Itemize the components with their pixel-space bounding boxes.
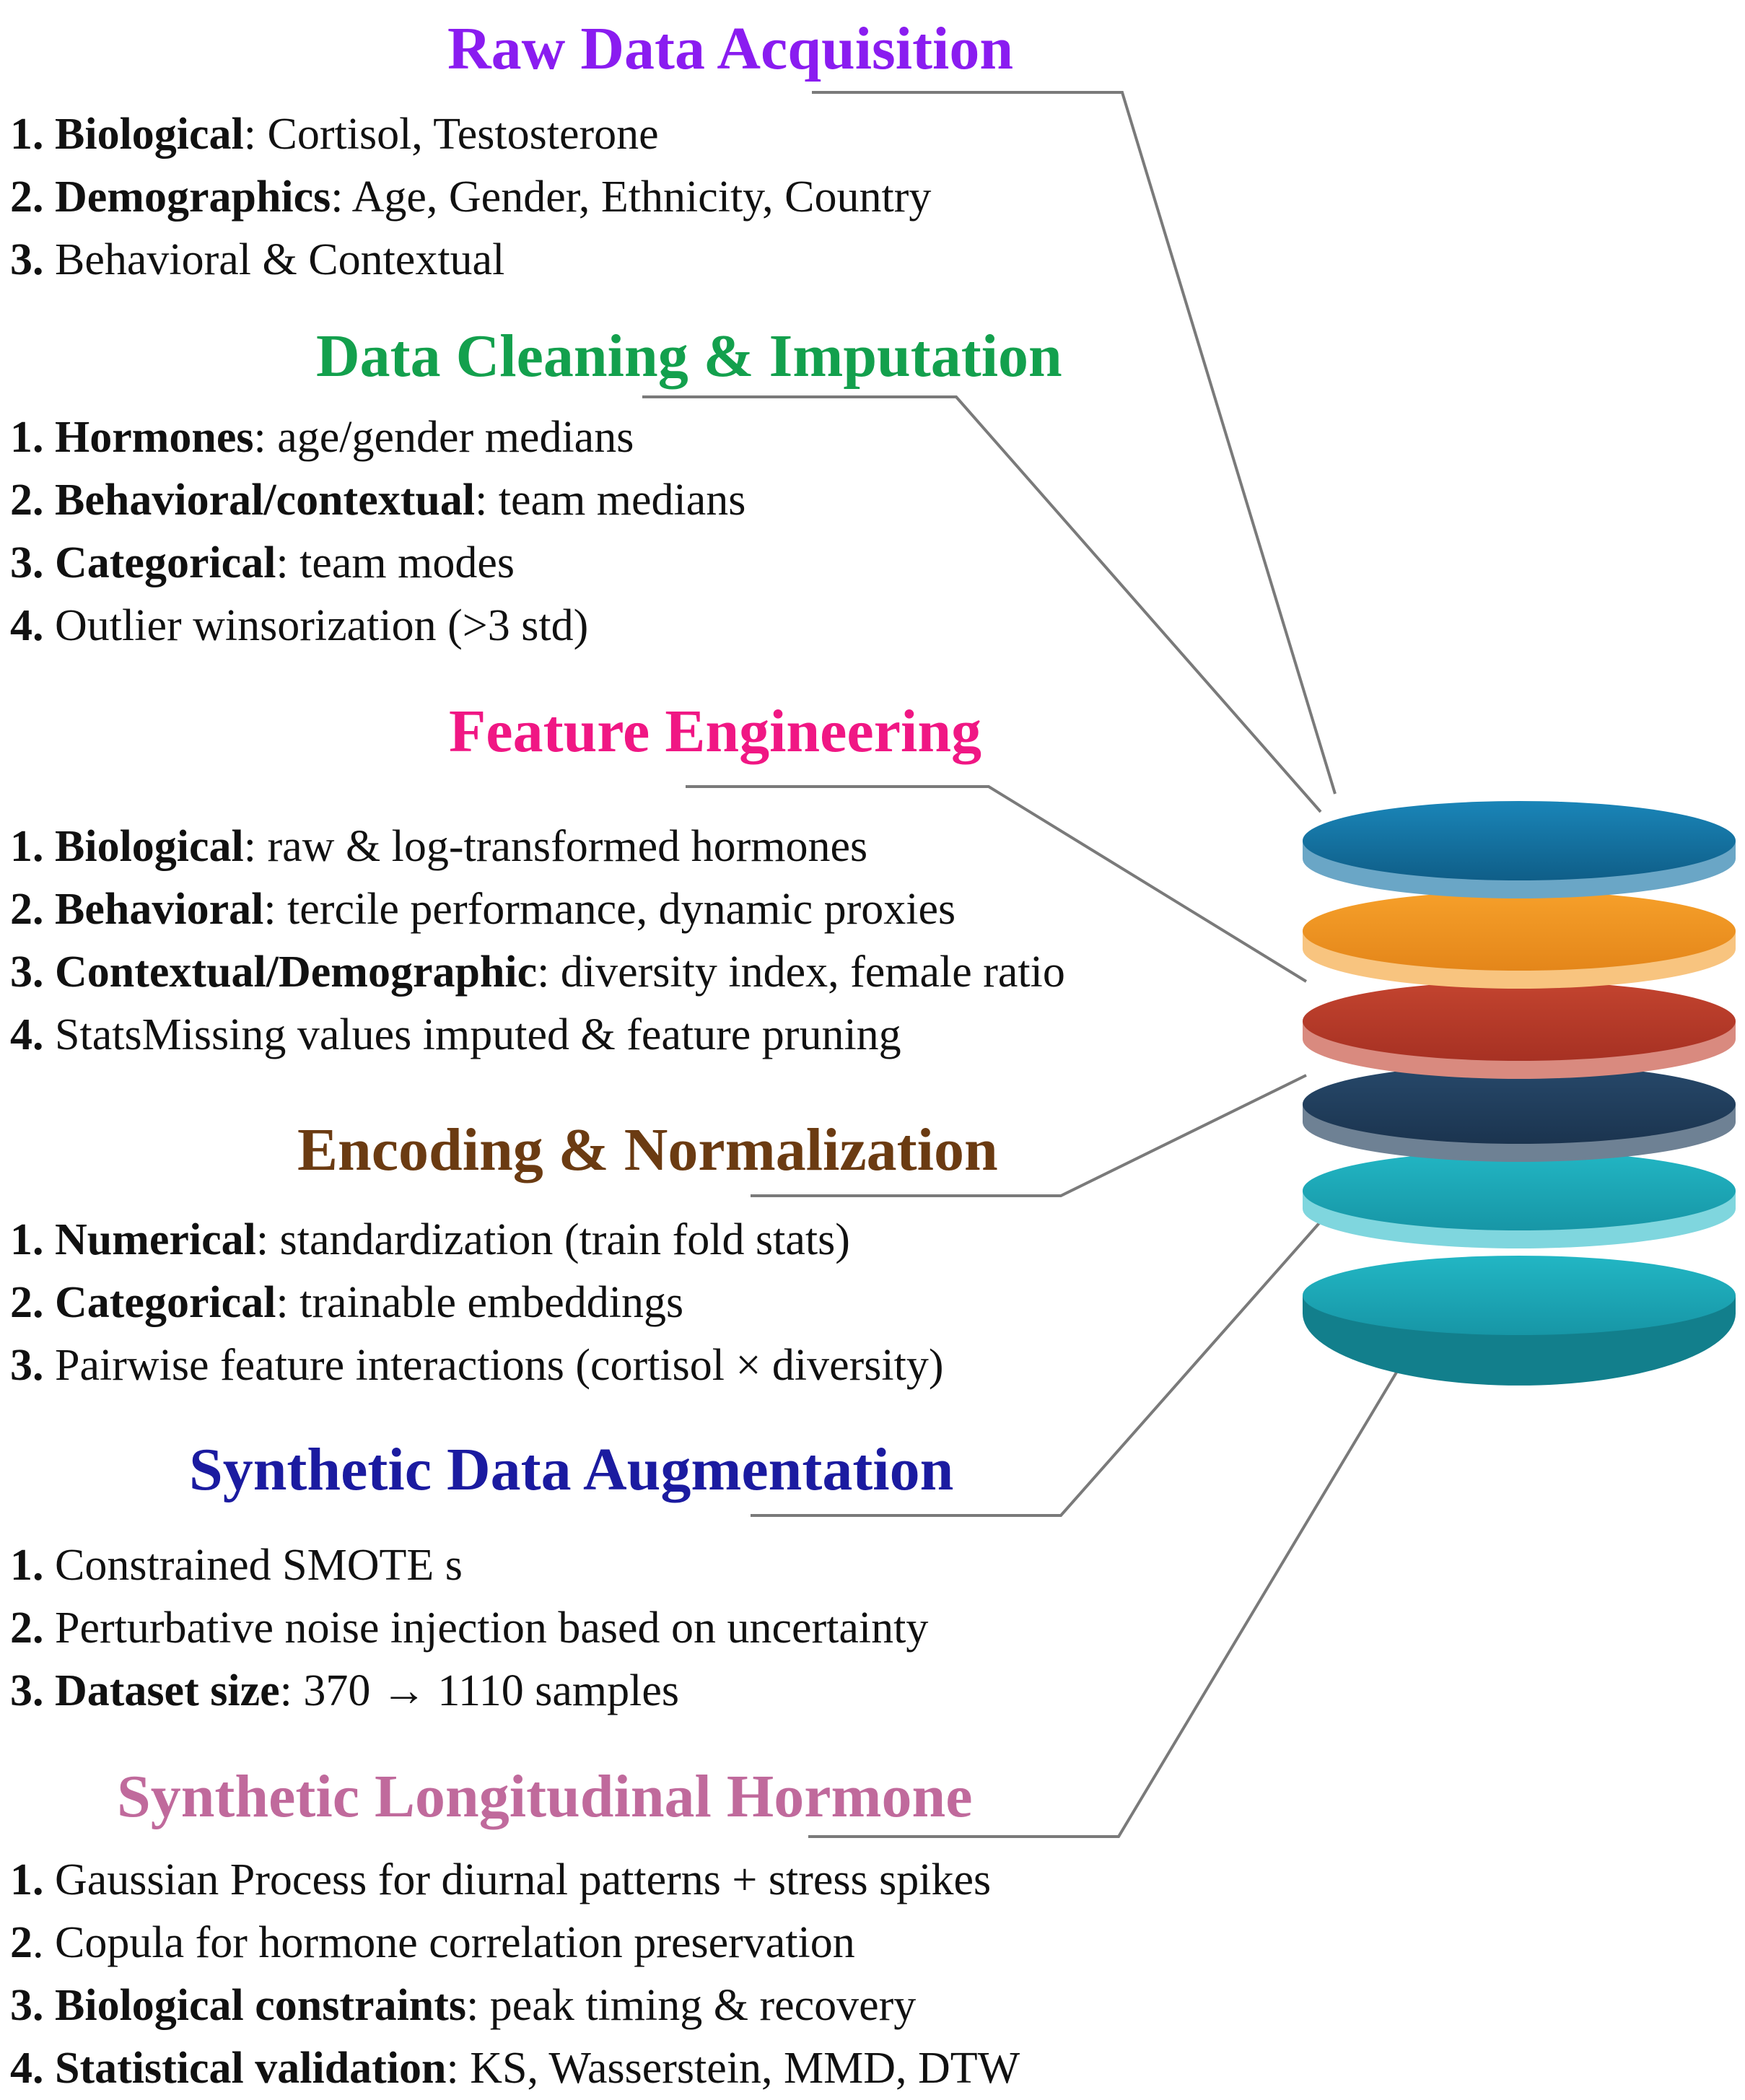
section-title-encoding: Encoding & Normalization bbox=[297, 1116, 998, 1184]
layer-stack bbox=[1303, 801, 1736, 1386]
list-item: 1. Biological: raw & log-transformed hor… bbox=[10, 822, 868, 871]
list-item: 2. Behavioral: tercile performance, dyna… bbox=[10, 885, 956, 934]
connector-longitudinal bbox=[808, 1341, 1416, 1838]
connector-synthetic bbox=[751, 1204, 1337, 1517]
section-title-synthetic: Synthetic Data Augmentation bbox=[189, 1436, 954, 1503]
list-item: 4. Statistical validation: KS, Wasserste… bbox=[10, 2044, 1020, 2093]
list-item: 3. Behavioral & Contextual bbox=[10, 235, 505, 284]
section-list-encoding: 1. Numerical: standardization (train fol… bbox=[10, 1209, 944, 1397]
list-item: 3. Biological constraints: peak timing &… bbox=[10, 1981, 917, 2030]
list-item: 1. Hormones: age/gender medians bbox=[10, 413, 634, 462]
section-list-synthetic: 1. Constrained SMOTE s 2. Perturbative n… bbox=[10, 1534, 928, 1723]
connector-encoding bbox=[751, 1074, 1307, 1197]
layer-encoding bbox=[1303, 1064, 1736, 1162]
list-item: 4. Outlier winsorization (>3 std) bbox=[10, 601, 589, 650]
list-item: 1. Constrained SMOTE s bbox=[10, 1541, 463, 1590]
layer-cleaning bbox=[1303, 891, 1736, 989]
list-item: 1. Biological: Cortisol, Testosterone bbox=[10, 110, 659, 159]
connector-raw bbox=[812, 91, 1337, 795]
layer-longitudinal bbox=[1303, 1256, 1736, 1386]
layer-synthetic bbox=[1303, 1151, 1736, 1248]
section-list-feature: 1. Biological: raw & log-transformed hor… bbox=[10, 815, 1065, 1067]
list-item: 1. Gaussian Process for diurnal patterns… bbox=[10, 1855, 992, 1904]
list-item: 2. Perturbative noise injection based on… bbox=[10, 1604, 929, 1653]
layer-raw bbox=[1303, 801, 1736, 898]
connector-cleaning bbox=[642, 395, 1322, 813]
list-item: 4. StatsMissing values imputed & feature… bbox=[10, 1010, 901, 1059]
list-item: 2. Copula for hormone correlation preser… bbox=[10, 1918, 855, 1967]
section-title-cleaning: Data Cleaning & Imputation bbox=[316, 323, 1062, 390]
connector-feature bbox=[686, 785, 1308, 983]
list-item: 3. Pairwise feature interactions (cortis… bbox=[10, 1341, 944, 1390]
layer-feature bbox=[1303, 981, 1736, 1079]
list-item: 3. Categorical: team modes bbox=[10, 538, 515, 587]
list-item: 2. Behavioral/contextual: team medians bbox=[10, 476, 746, 525]
list-item: 3. Contextual/Demographic: diversity ind… bbox=[10, 948, 1065, 997]
section-list-raw: 1. Biological: Cortisol, Testosterone 2.… bbox=[10, 103, 931, 292]
list-item: 2. Demographics: Age, Gender, Ethnicity,… bbox=[10, 172, 932, 222]
section-title-raw: Raw Data Acquisition bbox=[447, 15, 1014, 82]
section-title-longitudinal: Synthetic Longitudinal Hormone bbox=[117, 1763, 973, 1830]
list-item: 3. Dataset size: 370 → 1110 samples bbox=[10, 1666, 679, 1715]
section-list-cleaning: 1. Hormones: age/gender medians 2. Behav… bbox=[10, 406, 745, 657]
list-item: 1. Numerical: standardization (train fol… bbox=[10, 1215, 850, 1264]
list-item: 2. Categorical: trainable embeddings bbox=[10, 1278, 684, 1327]
section-list-longitudinal: 1. Gaussian Process for diurnal patterns… bbox=[10, 1849, 1020, 2100]
section-title-feature: Feature Engineering bbox=[449, 698, 982, 765]
